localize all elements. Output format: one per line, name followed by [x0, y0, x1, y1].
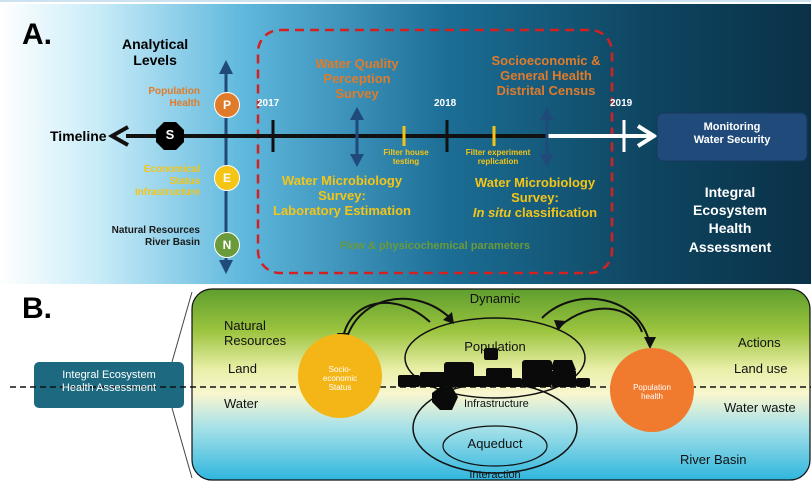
panel-a-letter: A. [22, 18, 52, 51]
land-label: Land [228, 361, 257, 376]
integral-assessment-label: Integral Ecosystem Health Assessment [688, 184, 772, 255]
dynamic-arrow-right-head [644, 337, 656, 349]
water-waste-label: Water waste [724, 401, 796, 415]
survey-arrow-census-up [540, 107, 554, 120]
dynamic-arrow-left-back [342, 301, 431, 339]
buildings-silhouette [398, 348, 590, 410]
circle-p: P [214, 92, 240, 118]
monitoring-label: Monitoring Water Security [693, 121, 771, 146]
survey-arrow-census-down [540, 154, 554, 167]
land-use-label: Land use [734, 361, 788, 376]
survey-arrow-quality-up [350, 107, 364, 120]
red-dashed-box [256, 28, 614, 275]
infrastructure-label: Infrastructure [464, 398, 529, 410]
flow-params-label: Flow & physicochemical parameters [339, 240, 531, 252]
timeline-arrow-left [107, 125, 129, 147]
microbiology-insitu-italic: In situ [472, 204, 512, 220]
zoom-line-bottom [171, 407, 193, 479]
economical-status-label: Economical Status Infrastructure [134, 164, 200, 198]
year-2019: 2019 [610, 98, 633, 109]
assessment-box-label: Integral Ecosystem Health Assessment [61, 369, 157, 394]
timeline-arrow-right [636, 124, 658, 148]
survey-arrow-quality-down [350, 154, 364, 167]
dynamic-arrow-right [541, 297, 651, 346]
microbiology-insitu-label: Water Microbiology Survey:In situ classi… [460, 175, 610, 221]
dynamic-arrow-left-head [443, 312, 454, 324]
aqueduct-ellipse [442, 425, 548, 467]
filter-house-label: Filter house testing [383, 148, 429, 167]
dynamic-arrow-left [344, 297, 451, 346]
year-2018: 2018 [434, 98, 457, 109]
socio-circle-label: Socio- economic Status [322, 365, 358, 393]
natural-resources-label: Natural Resources River Basin [111, 225, 200, 248]
panel-b-letter: B. [22, 292, 52, 325]
circle-n-letter: N [222, 238, 232, 252]
start-symbol-label: S [165, 127, 175, 142]
microbiology-insitu-rest: classification [511, 204, 598, 220]
actions-label: Actions [738, 335, 781, 350]
socio-circle-shape [298, 334, 382, 418]
assessment-box [34, 362, 184, 408]
pop-circle-label: Population health [633, 383, 671, 402]
river-basin-label: River Basin [680, 452, 747, 467]
dynamic-label: Dynamic [469, 291, 521, 306]
aqueduct-label: Aqueduct [467, 436, 523, 451]
zoom-line-top [171, 291, 193, 363]
circle-p-letter: P [222, 98, 231, 112]
filter-experiment-label: Filter experiment replication [465, 148, 531, 167]
analytical-axis-arrow-down [219, 260, 233, 274]
analytical-axis-arrow-up [219, 60, 233, 74]
microbiology-insitu-line1: Water Microbiology Survey: [474, 175, 596, 205]
dynamic-arrow-right-back [559, 307, 643, 333]
microbiology-lab-label: Water Microbiology Survey: Laboratory Es… [273, 173, 411, 218]
circle-n: N [214, 232, 240, 258]
timeline-label: Timeline [50, 128, 107, 144]
socioeconomic-census: Socioeconomic & General Health Distrital… [491, 53, 601, 98]
water-quality-survey: Water Quality Perception Survey [315, 56, 399, 101]
year-2017: 2017 [257, 98, 280, 109]
monitoring-box [656, 112, 808, 162]
pop-circle-shape [610, 348, 694, 432]
population-health-label: Population Health [148, 86, 200, 109]
natural-resources-b-label: Natural Resources [224, 318, 287, 348]
analytical-levels-heading: Analytical Levels [122, 36, 189, 69]
water-label: Water [224, 396, 259, 411]
circle-e-letter: E [222, 171, 231, 185]
circle-e: E [214, 165, 240, 191]
dynamic-arrow-right-back-head [554, 320, 566, 331]
interaction-label: Interaction [469, 469, 521, 481]
population-label: Population [464, 339, 526, 354]
population-ellipse [404, 317, 586, 399]
start-octagon [156, 122, 184, 150]
